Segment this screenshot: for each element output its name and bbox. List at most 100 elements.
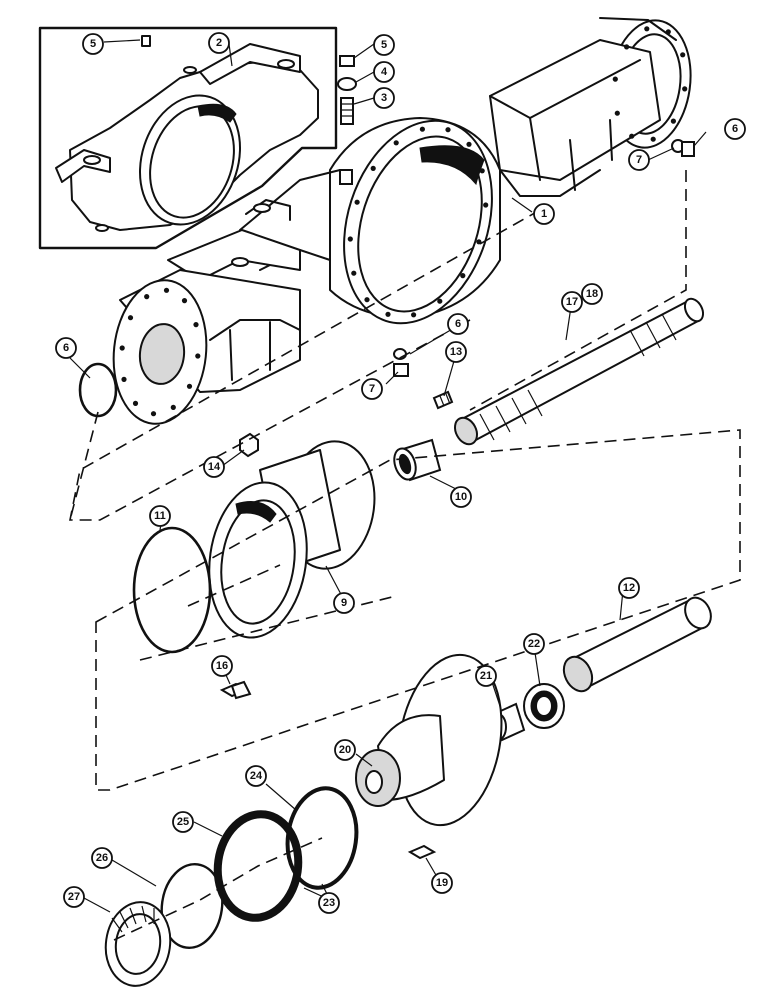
bolt-hole bbox=[354, 199, 360, 205]
callout-10-label: 10 bbox=[455, 491, 467, 503]
callout-13-label: 13 bbox=[450, 346, 462, 358]
callout-19-label: 19 bbox=[436, 877, 448, 889]
callout-18-label: 18 bbox=[586, 288, 598, 300]
bolt-hole bbox=[629, 133, 635, 139]
callout-11-label: 11 bbox=[154, 510, 166, 522]
bolt-hole bbox=[479, 168, 485, 174]
bolt-hole bbox=[670, 118, 677, 124]
bolt-hole bbox=[680, 52, 686, 58]
callout-7-top: 7 bbox=[628, 149, 650, 171]
axle-shaft bbox=[453, 297, 705, 446]
bolt-hole bbox=[364, 297, 370, 303]
callout-1-label: 1 bbox=[541, 208, 547, 220]
callout-7-mid: 7 bbox=[361, 378, 383, 400]
callout-26-label: 26 bbox=[96, 852, 108, 864]
callout-13: 13 bbox=[445, 341, 467, 363]
callout-22-label: 22 bbox=[528, 638, 540, 650]
callout-3-label: 3 bbox=[381, 92, 387, 104]
bolt-hole bbox=[127, 315, 134, 321]
callout-6-top: 6 bbox=[724, 118, 746, 140]
callout-19: 19 bbox=[431, 872, 453, 894]
callout-5-inset-label: 5 bbox=[90, 38, 96, 50]
callout-20-label: 20 bbox=[339, 744, 351, 756]
callout-10: 10 bbox=[450, 486, 472, 508]
bolt-16 bbox=[219, 680, 252, 700]
callout-22: 22 bbox=[523, 633, 545, 655]
callout-16-label: 16 bbox=[216, 660, 228, 672]
bolt-hole bbox=[460, 273, 466, 279]
bolt-hole bbox=[170, 404, 176, 410]
callout-1: 1 bbox=[533, 203, 555, 225]
bolt-hole bbox=[624, 44, 630, 50]
bolt-hole bbox=[385, 311, 391, 317]
ring-26 bbox=[160, 862, 224, 950]
bushing-10 bbox=[393, 438, 442, 482]
bolt-hole bbox=[445, 127, 451, 133]
bolt-hole bbox=[393, 140, 399, 146]
callout-3: 3 bbox=[373, 87, 395, 109]
callout-21: 21 bbox=[475, 665, 497, 687]
callout-12-label: 12 bbox=[623, 582, 635, 594]
drain-plug-top bbox=[671, 139, 695, 157]
bearing-cone-27 bbox=[104, 901, 172, 987]
bolt-hole bbox=[466, 141, 472, 147]
bolt-hole bbox=[195, 353, 201, 359]
o-ring-6 bbox=[78, 362, 118, 418]
callout-6-top-label: 6 bbox=[732, 123, 738, 135]
bolt-hole bbox=[144, 294, 150, 300]
callout-17-label: 17 bbox=[566, 296, 578, 308]
nut-14 bbox=[239, 432, 259, 458]
bearing-22 bbox=[523, 683, 565, 729]
bolt-hole bbox=[665, 29, 671, 35]
callout-6-left-label: 6 bbox=[63, 342, 69, 354]
ring-23 bbox=[213, 810, 303, 922]
callout-2-label: 2 bbox=[216, 37, 222, 49]
inset-panel bbox=[38, 26, 338, 250]
callout-9-label: 9 bbox=[341, 597, 347, 609]
callout-11: 11 bbox=[149, 505, 171, 527]
bolt-hole bbox=[121, 376, 127, 382]
callout-5-label: 5 bbox=[381, 39, 387, 51]
bolt-hole bbox=[150, 411, 157, 417]
callout-6-mid: 6 bbox=[447, 313, 469, 335]
callout-7-top-label: 7 bbox=[636, 154, 642, 166]
bolt-hole bbox=[132, 400, 139, 406]
callout-6-mid-label: 6 bbox=[455, 318, 461, 330]
bolt-hole bbox=[347, 236, 353, 242]
bolt-hole bbox=[614, 110, 620, 116]
bolt-hole bbox=[119, 345, 125, 351]
callout-27: 27 bbox=[63, 886, 85, 908]
callout-16: 16 bbox=[211, 655, 233, 677]
callout-14-label: 14 bbox=[208, 461, 221, 473]
callout-9: 9 bbox=[333, 592, 355, 614]
callout-2: 2 bbox=[208, 32, 230, 54]
callout-5: 5 bbox=[373, 34, 395, 56]
bolt-hole bbox=[644, 26, 650, 32]
bolt-hole bbox=[682, 86, 688, 92]
o-ring-11 bbox=[132, 526, 212, 654]
callout-20: 20 bbox=[334, 739, 356, 761]
bolt-hole bbox=[650, 136, 656, 142]
bolt-hole bbox=[437, 298, 443, 304]
callout-25: 25 bbox=[172, 811, 194, 833]
spindle-housing-9 bbox=[208, 440, 376, 639]
bolt-hole bbox=[186, 383, 193, 389]
bolt-hole bbox=[163, 287, 170, 293]
callout-21-label: 21 bbox=[480, 670, 492, 682]
callout-labels: 2 5 5 4 3 6 7 1 17 18 6 6 13 7 14 10 11 … bbox=[55, 32, 746, 914]
tube-12 bbox=[562, 596, 712, 693]
hub-20 bbox=[355, 653, 503, 827]
callout-25-label: 25 bbox=[177, 816, 189, 828]
callout-4: 4 bbox=[373, 61, 395, 83]
callout-18: 18 bbox=[581, 283, 603, 305]
bolt-hole bbox=[351, 270, 357, 276]
breather-parts bbox=[337, 55, 357, 185]
bolt-19 bbox=[407, 844, 437, 860]
drain-plug-mid bbox=[393, 348, 409, 377]
callout-24-label: 24 bbox=[250, 770, 263, 782]
axle-housing bbox=[112, 17, 692, 425]
callout-24: 24 bbox=[245, 765, 267, 787]
stud-13 bbox=[432, 390, 454, 410]
callout-14: 14 bbox=[203, 456, 225, 478]
